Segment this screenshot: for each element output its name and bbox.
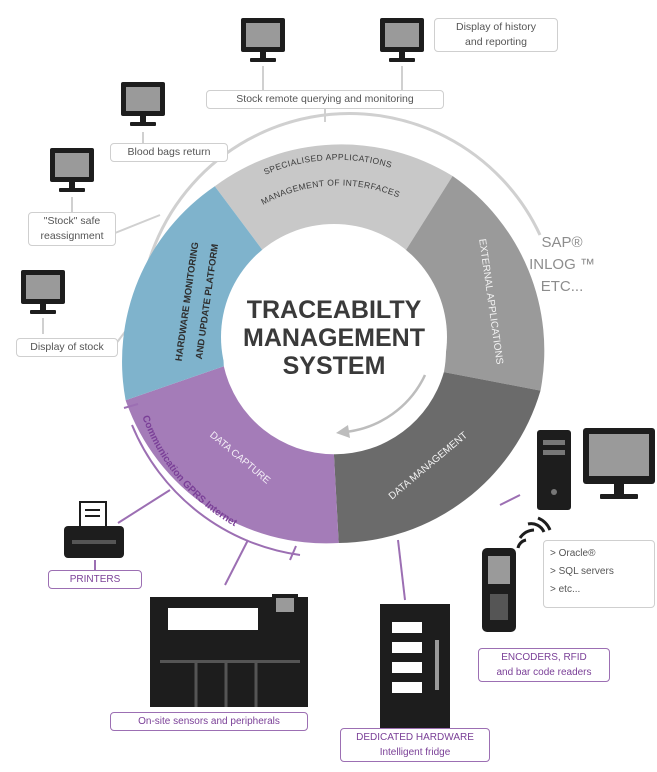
label-encoders-line1: ENCODERS, RFID	[501, 652, 587, 663]
flow-arrow-head	[336, 425, 350, 438]
label-stock-remote: Stock remote querying and monitoring	[206, 90, 444, 109]
monitor-icon	[121, 82, 165, 126]
segment-data-capture	[125, 366, 339, 544]
label-printers: PRINTERS	[48, 570, 142, 589]
monitor-icon	[380, 18, 424, 62]
label-stock-safe-line2: reassignment	[40, 230, 104, 242]
external-app-etc: ETC...	[540, 278, 584, 295]
external-app-inlog: INLOG ™	[529, 256, 595, 273]
database-list: > Oracle® > SQL servers > etc...	[543, 540, 655, 608]
database-item: > etc...	[550, 584, 581, 595]
fridge-icon	[380, 604, 450, 728]
label-sensors: On-site sensors and peripherals	[110, 712, 308, 731]
label-encoders-line2: and bar code readers	[496, 667, 592, 678]
segment-hardware	[122, 186, 274, 401]
device-connectors	[94, 489, 521, 601]
segment-data-management	[333, 372, 541, 543]
label-dedicated-line2: Intelligent fridge	[379, 747, 451, 758]
rfid-reader-icon	[482, 516, 552, 632]
external-app-sap: SAP®	[541, 234, 583, 251]
label-blood-bags: Blood bags return	[110, 143, 228, 162]
desktop-monitor-icon	[583, 428, 655, 499]
gprs-band	[131, 424, 301, 556]
label-history: Display of history and reporting	[434, 18, 558, 52]
database-item: > SQL servers	[550, 566, 614, 577]
monitor-icon	[241, 18, 285, 62]
center-title-line3: SYSTEM	[283, 352, 386, 380]
label-dedicated-hardware: DEDICATED HARDWARE Intelligent fridge	[340, 728, 490, 762]
sensor-machine-icon	[150, 594, 308, 707]
connection-arc	[138, 112, 542, 311]
label-history-line1: Display of history	[456, 21, 536, 33]
label-stock-safe-line1: "Stock" safe	[43, 215, 101, 227]
flow-arrow	[344, 374, 427, 434]
label-encoders: ENCODERS, RFID and bar code readers	[478, 648, 610, 682]
server-icon	[537, 430, 571, 510]
database-item: > Oracle®	[550, 548, 596, 559]
label-stock-safe: "Stock" safe reassignment	[28, 212, 116, 246]
label-dedicated-line1: DEDICATED HARDWARE	[356, 732, 474, 743]
segment-specialised	[214, 144, 453, 266]
monitor-icon	[21, 270, 65, 314]
segment-external	[400, 176, 545, 391]
center-title-line1: TRACEABILTY	[247, 296, 422, 324]
printer-icon	[64, 501, 124, 558]
external-app-list: SAP® INLOG ™ ETC...	[522, 232, 602, 298]
center-title-line2: MANAGEMENT	[243, 324, 425, 352]
label-display-stock: Display of stock	[16, 338, 118, 357]
monitor-icon	[50, 148, 94, 192]
label-history-line2: and reporting	[465, 36, 527, 48]
